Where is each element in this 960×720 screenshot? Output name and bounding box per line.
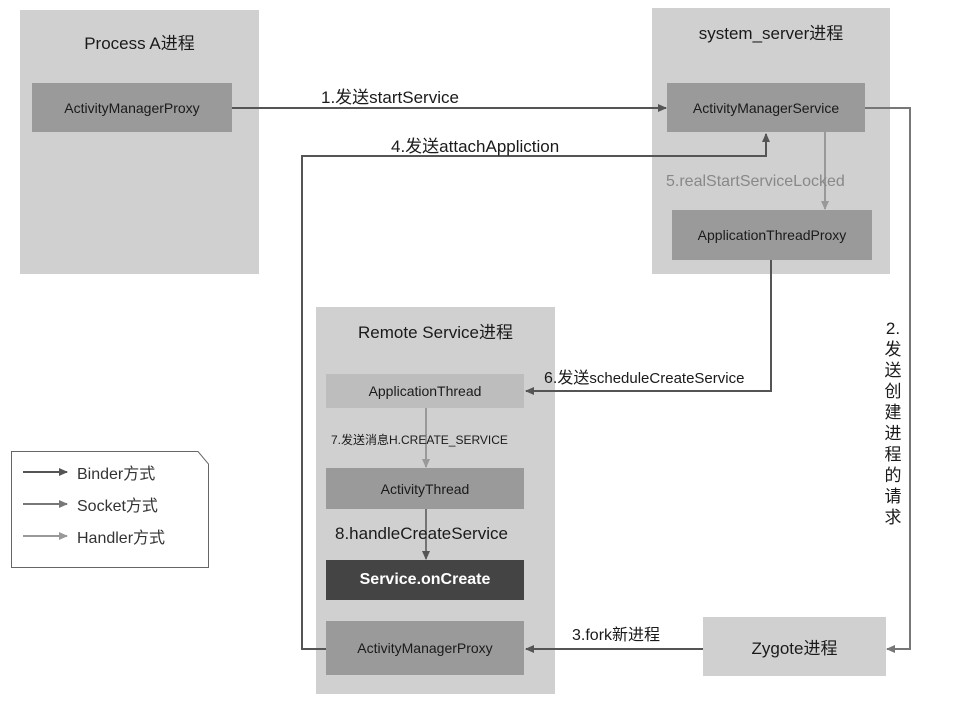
edge-8-label: 8.handleCreateService (335, 524, 508, 543)
activity-manager-service: ActivityManagerService (667, 83, 865, 132)
service-oncreate: Service.onCreate (326, 560, 524, 600)
remote-activity-manager-proxy: ActivityManagerProxy (326, 621, 524, 675)
legend-item-handler: Handler方式 (77, 525, 165, 547)
edge-2-label-char: 建 (884, 403, 902, 422)
edge-6-label: 6.发送scheduleCreateService (544, 364, 744, 388)
legend-item-socket: Socket方式 (77, 493, 158, 515)
edge-4-attach-application (301, 133, 770, 650)
process-a-activity-manager-proxy: ActivityManagerProxy (32, 83, 232, 132)
legend-item-binder-label: Binder方式 (77, 466, 156, 483)
edge-2-label-char: 进 (884, 424, 902, 443)
legend-item-handler-label: Handler方式 (77, 530, 166, 547)
edge-2-label: 2. 发送创建进程的请求 (880, 318, 906, 528)
edge-3-label: 3.fork新进程 (572, 627, 661, 644)
edge-2-label-char: 2. (885, 319, 901, 338)
edge-6-schedule-create-service (525, 260, 772, 395)
process-a-region: Process A进程 (20, 10, 259, 274)
activity-thread: ActivityThread (326, 468, 524, 509)
legend-item-binder: Binder方式 (77, 461, 155, 483)
edge-5-label: 5.realStartServiceLocked (666, 173, 845, 190)
edge-1-label: 1.发送startService (321, 88, 459, 107)
legend: Binder方式 Socket方式 Handler方式 (11, 451, 209, 568)
application-thread-proxy: ApplicationThreadProxy (672, 210, 872, 260)
edge-2-label-char: 的 (884, 466, 902, 485)
edge-2-label-char: 求 (884, 508, 902, 527)
edge-6-label-suffix: scheduleCreateService (589, 370, 745, 387)
legend-frame (11, 451, 209, 568)
edge-6-label-prefix: 6.发送 (544, 370, 590, 387)
legend-item-socket-label: Socket方式 (77, 498, 158, 515)
edge-2-label-char: 送 (884, 361, 902, 380)
edge-2-create-process-request (865, 107, 911, 653)
edge-2-label-char: 请 (884, 487, 902, 506)
system-server-title: system_server进程 (698, 24, 844, 43)
application-thread: ApplicationThread (326, 374, 524, 408)
edge-7-label: 7.发送消息H.CREATE_SERVICE (331, 433, 508, 447)
edge-2-label-char: 程 (884, 445, 902, 464)
edge-2-label-char: 发 (884, 340, 902, 359)
remote-service-title: Remote Service进程 (358, 323, 513, 342)
edge-2-label-char: 创 (884, 382, 902, 401)
zygote-process: Zygote进程 (703, 617, 886, 676)
process-a-title: Process A进程 (84, 34, 195, 53)
edge-4-label: 4.发送attachAppliction (391, 137, 560, 156)
